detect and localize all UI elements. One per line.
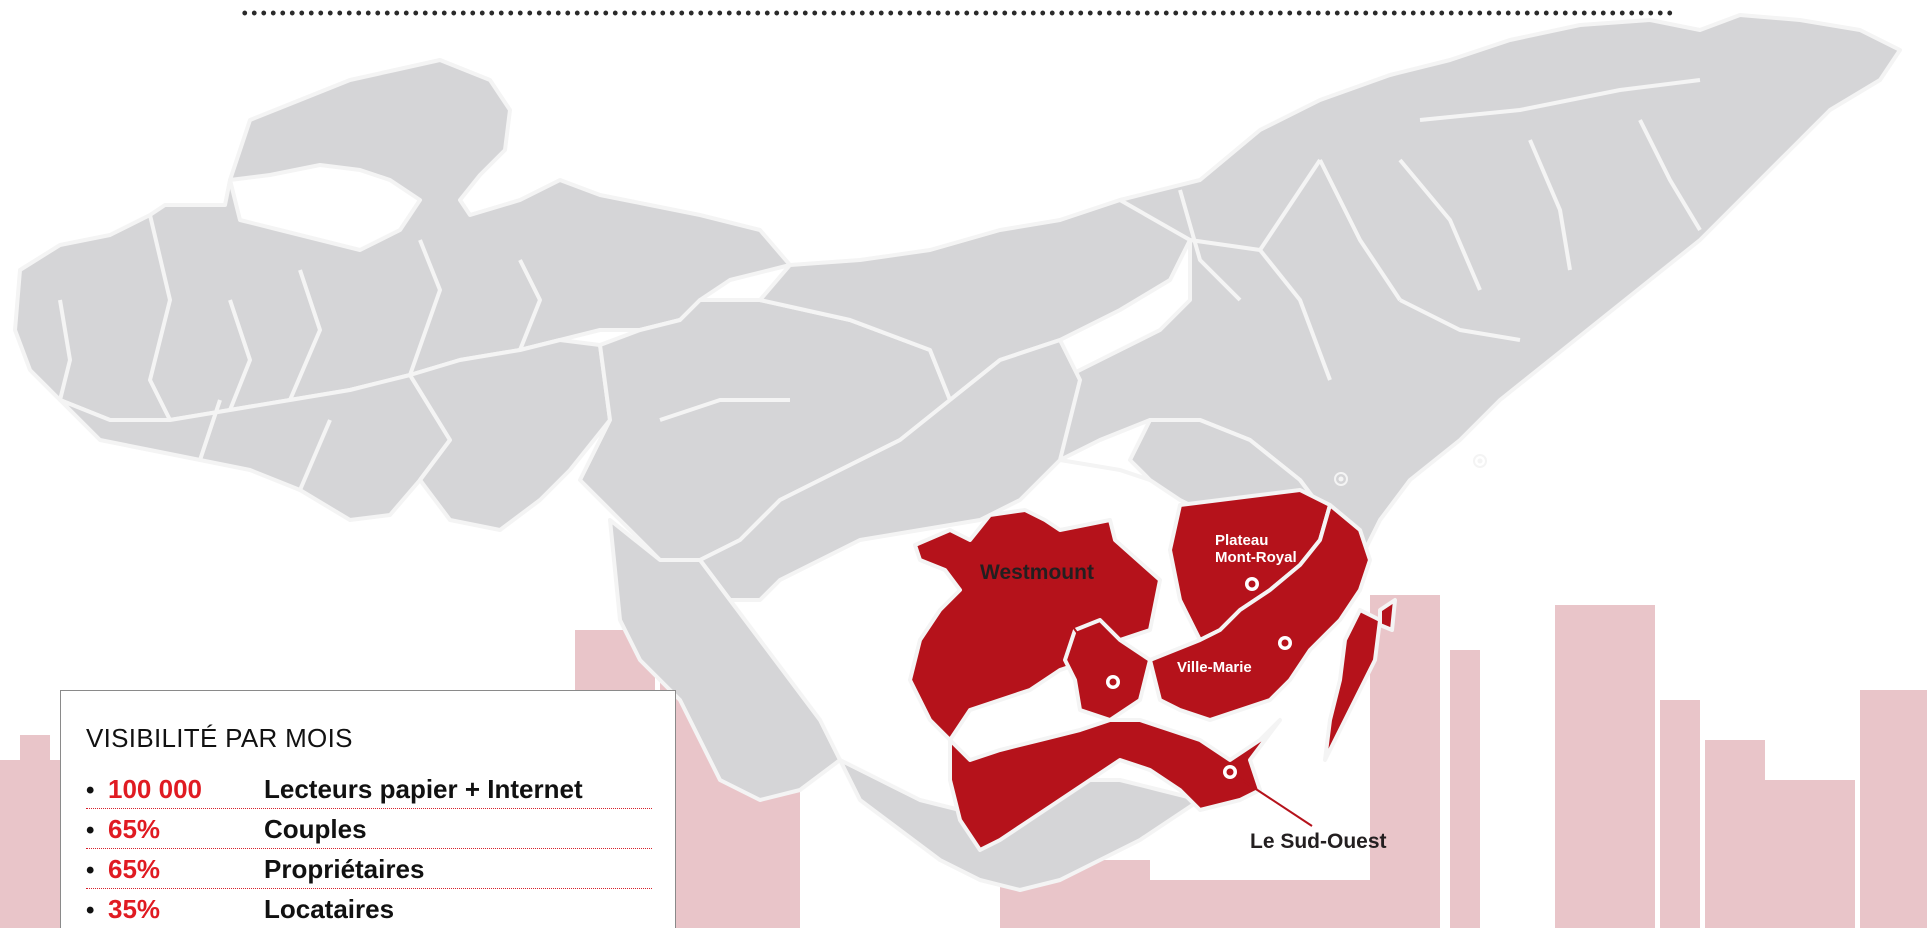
- label-plateau-mont-royal: Plateau Mont-Royal: [1215, 532, 1297, 567]
- stat-bullet: •: [86, 897, 95, 924]
- label-westmount: Westmount: [980, 561, 1094, 584]
- stat-value: 100 000: [108, 774, 202, 804]
- stat-label: Couples: [264, 814, 367, 844]
- district-ville-marie: [1148, 503, 1372, 722]
- island-ile-sainte-helene: [1323, 608, 1382, 762]
- highlighted-districts: [908, 488, 1397, 852]
- stat-row: • 100 000 Lecteurs papier + Internet: [86, 773, 652, 809]
- stat-value: 65%: [108, 854, 161, 884]
- stat-label: Propriétaires: [264, 854, 425, 884]
- stat-label: Locataires: [264, 894, 395, 924]
- island-notre-dame: [1378, 598, 1397, 632]
- stat-label: Lecteurs papier + Internet: [264, 774, 583, 804]
- panel-title: VISIBILITÉ PAR MOIS: [86, 723, 353, 753]
- stat-value: 35%: [108, 894, 161, 924]
- label-le-sud-ouest: Le Sud-Ouest: [1250, 830, 1387, 853]
- stat-row: • 65% Propriétaires: [86, 853, 652, 889]
- stat-value: 65%: [108, 814, 161, 844]
- visibility-panel: VISIBILITÉ PAR MOIS • 100 000 Lecteurs p…: [60, 690, 676, 928]
- stat-bullet: •: [86, 777, 95, 804]
- gray-districts: [13, 13, 1902, 892]
- marker-gray-1: [1334, 472, 1348, 486]
- stat-row: • 65% Couples: [86, 813, 652, 849]
- stat-bullet: •: [86, 857, 95, 884]
- label-ville-marie: Ville-Marie: [1177, 659, 1252, 676]
- marker-gray-2: [1473, 454, 1487, 468]
- stat-bullet: •: [86, 817, 95, 844]
- dotted-divider: [240, 10, 1676, 16]
- leader-lines: [1042, 584, 1313, 827]
- location-markers: [1106, 454, 1487, 779]
- district-le-sud-ouest: [948, 718, 1282, 852]
- stat-row: • 35% Locataires: [86, 893, 652, 928]
